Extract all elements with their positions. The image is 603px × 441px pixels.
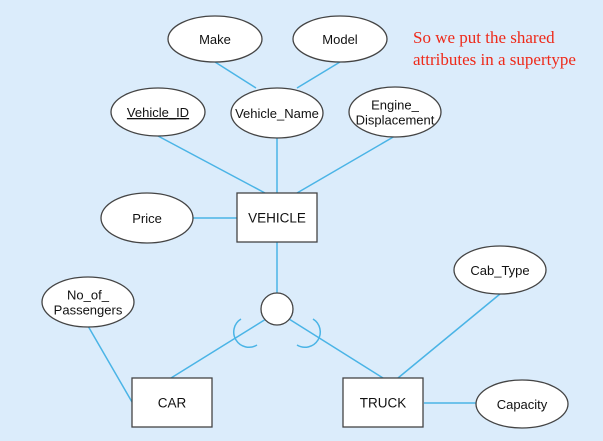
- attribute-cab-type[interactable]: Cab_Type: [453, 245, 547, 295]
- attribute-vehicle-name[interactable]: Vehicle_Name: [230, 87, 324, 139]
- connector-cab-type-truck: [397, 293, 501, 379]
- attribute-label: Price: [132, 211, 162, 226]
- attribute-ellipse: [453, 245, 547, 295]
- attribute-ellipse: [100, 192, 194, 244]
- entity-box: [342, 377, 424, 428]
- attribute-label: Model: [322, 32, 358, 47]
- attribute-make[interactable]: Make: [167, 15, 263, 63]
- connector-circle-car: [170, 318, 267, 379]
- subtype-circle[interactable]: [260, 292, 294, 326]
- attribute-ellipse: [167, 15, 263, 63]
- entity-vehicle[interactable]: VEHICLE: [236, 192, 318, 243]
- attribute-ellipse: [475, 379, 569, 429]
- attribute-capacity[interactable]: Capacity: [475, 379, 569, 429]
- attribute-label: Displacement: [356, 113, 435, 128]
- attribute-ellipse: [41, 276, 135, 328]
- entity-box: [236, 192, 318, 243]
- attribute-model[interactable]: Model: [292, 15, 388, 63]
- attribute-label: Passengers: [54, 303, 123, 318]
- attribute-label: Vehicle_Name: [235, 106, 319, 121]
- connector-vehicle-id-vehicle: [157, 135, 266, 194]
- entity-box: [131, 377, 213, 428]
- connector-no-of-passengers-car: [87, 325, 133, 403]
- connector-circle-truck: [288, 318, 384, 379]
- attribute-ellipse: [110, 87, 206, 137]
- annotation-note: So we put the shared attributes in a sup…: [413, 27, 576, 71]
- attribute-ellipse: [348, 86, 442, 138]
- subset-arc-truck: [296, 318, 322, 348]
- attribute-ellipse: [292, 15, 388, 63]
- attribute-no-of-passengers[interactable]: No_of_Passengers: [41, 276, 135, 328]
- attribute-price[interactable]: Price: [100, 192, 194, 244]
- attribute-engine-displacement[interactable]: Engine_Displacement: [348, 86, 442, 138]
- annotation-line-2: attributes in a supertype: [413, 50, 576, 69]
- entity-car[interactable]: CAR: [131, 377, 213, 428]
- entity-truck[interactable]: TRUCK: [342, 377, 424, 428]
- connector-engine-displacement-vehicle: [296, 135, 396, 194]
- attribute-vehicle-id[interactable]: Vehicle_ID: [110, 87, 206, 137]
- attribute-label: Cab_Type: [470, 263, 529, 278]
- connector-make-vehicle-name: [214, 61, 257, 89]
- entity-label: VEHICLE: [248, 211, 306, 226]
- connectors: [87, 61, 501, 404]
- entities: VEHICLE CAR TRUCK: [131, 192, 424, 428]
- entity-label: CAR: [158, 396, 187, 411]
- attribute-label: Engine_: [371, 98, 419, 113]
- subset-arc-car: [232, 318, 258, 348]
- annotation-line-1: So we put the shared: [413, 28, 555, 47]
- attribute-ellipse: [230, 87, 324, 139]
- attribute-label: No_of_: [67, 288, 110, 303]
- entity-label: TRUCK: [360, 396, 407, 411]
- attribute-label: Vehicle_ID: [127, 105, 189, 120]
- attribute-label: Capacity: [497, 397, 548, 412]
- connector-model-vehicle-name: [296, 61, 341, 89]
- attribute-label: Make: [199, 32, 231, 47]
